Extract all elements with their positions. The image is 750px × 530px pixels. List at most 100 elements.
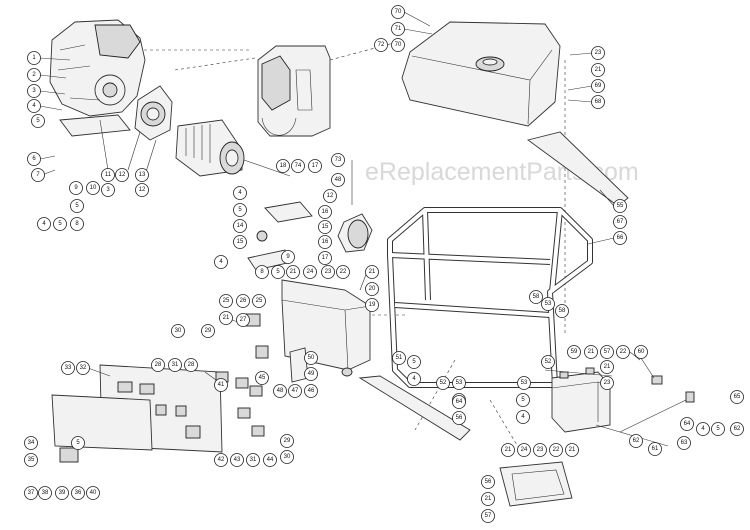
rotor-fan <box>337 160 373 253</box>
part-number: 23 <box>604 380 611 386</box>
part-number: 5 <box>58 221 62 227</box>
assembly-guide-lines <box>120 39 566 451</box>
part-callout: 17 <box>318 251 332 265</box>
part-callout: 5 <box>516 393 530 407</box>
part-number: 4 <box>701 426 705 432</box>
part-callout: 68 <box>591 95 605 109</box>
part-callout: 44 <box>263 453 277 467</box>
part-callout: 72 <box>374 38 388 52</box>
part-number: 21 <box>604 364 611 370</box>
part-callout: 5 <box>233 203 247 217</box>
part-callout: 70 <box>391 5 405 19</box>
part-callout: 10 <box>86 181 100 195</box>
part-callout: 70 <box>391 38 405 52</box>
battery-hold-down-rod <box>544 369 613 377</box>
part-callout: 15 <box>318 220 332 234</box>
switch <box>651 375 663 385</box>
part-callout: 11 <box>101 168 115 182</box>
part-callout: 32 <box>76 361 90 375</box>
part-number: 66 <box>617 235 624 241</box>
part-callout: 74 <box>291 159 305 173</box>
part-callout: 67 <box>613 215 627 229</box>
part-number: 6 <box>32 156 36 162</box>
part-callout: 71 <box>391 22 405 36</box>
part-callout: 64 <box>680 417 694 431</box>
part-callout: 1 <box>27 51 41 65</box>
part-callout: 52 <box>436 376 450 390</box>
part-callout: 16 <box>318 235 332 249</box>
part-callout: 5 <box>70 199 84 213</box>
outlet <box>249 385 263 397</box>
part-callout: 4 <box>516 410 530 424</box>
part-callout: 46 <box>304 384 318 398</box>
part-number: 4 <box>219 259 223 265</box>
part-callout: 5 <box>31 114 45 128</box>
battery-tray <box>499 461 573 507</box>
part-callout: 56 <box>481 475 495 489</box>
part-callout: 29 <box>280 434 294 448</box>
part-number: 23 <box>325 269 332 275</box>
part-number: 31 <box>172 362 179 368</box>
part-number: 34 <box>28 440 35 446</box>
part-callout: 73 <box>331 153 345 167</box>
part-number: 5 <box>75 203 79 209</box>
part-number: 2 <box>32 72 36 78</box>
part-callout: 21 <box>565 443 579 457</box>
part-callout: 62 <box>730 422 744 436</box>
cross-brace <box>526 131 629 207</box>
part-callout: 26 <box>236 294 250 308</box>
part-number: 17 <box>322 255 329 261</box>
part-callout: 36 <box>71 486 85 500</box>
part-number: 67 <box>617 219 624 225</box>
part-number: 18 <box>280 163 287 169</box>
part-number: 21 <box>505 447 512 453</box>
part-callout: 25 <box>252 294 266 308</box>
part-number: 25 <box>256 298 263 304</box>
part-number: 68 <box>595 99 602 105</box>
part-number: 52 <box>440 380 447 386</box>
part-number: 23 <box>595 50 602 56</box>
part-callout: 22 <box>549 443 563 457</box>
part-callout: 21 <box>219 311 233 325</box>
part-number: 63 <box>681 440 688 446</box>
part-number: 62 <box>734 426 741 432</box>
part-callout: 21 <box>600 360 614 374</box>
part-number: 65 <box>734 394 741 400</box>
part-number: 26 <box>240 298 247 304</box>
part-number: 30 <box>175 328 182 334</box>
part-number: 51 <box>396 355 403 361</box>
part-number: 72 <box>378 42 385 48</box>
part-callout: 30 <box>280 450 294 464</box>
part-callout: 18 <box>276 159 290 173</box>
part-number: 44 <box>267 457 274 463</box>
battery-cable <box>619 397 691 433</box>
part-number: 56 <box>485 479 492 485</box>
part-number: 1 <box>32 55 36 61</box>
part-callout: 13 <box>135 168 149 182</box>
part-callout: 39 <box>55 486 69 500</box>
battery <box>551 367 611 433</box>
part-number: 32 <box>80 365 87 371</box>
part-callout: 3 <box>101 183 115 197</box>
part-number: 55 <box>617 203 624 209</box>
part-number: 3 <box>32 88 36 94</box>
grommet <box>341 367 353 377</box>
part-number: 19 <box>369 302 376 308</box>
part-callout: 53 <box>452 376 466 390</box>
part-callout: 6 <box>27 152 41 166</box>
part-number: 60 <box>638 349 645 355</box>
part-callout: 4 <box>27 99 41 113</box>
part-callout: 31 <box>246 453 260 467</box>
part-callout: 29 <box>201 324 215 338</box>
part-callout: 31 <box>168 358 182 372</box>
part-callout: 60 <box>634 345 648 359</box>
part-callout: 53 <box>541 297 555 311</box>
part-number: 25 <box>223 298 230 304</box>
part-number: 7 <box>36 172 40 178</box>
panel-decal <box>51 394 153 451</box>
part-number: 21 <box>369 269 376 275</box>
part-number: 29 <box>205 328 212 334</box>
